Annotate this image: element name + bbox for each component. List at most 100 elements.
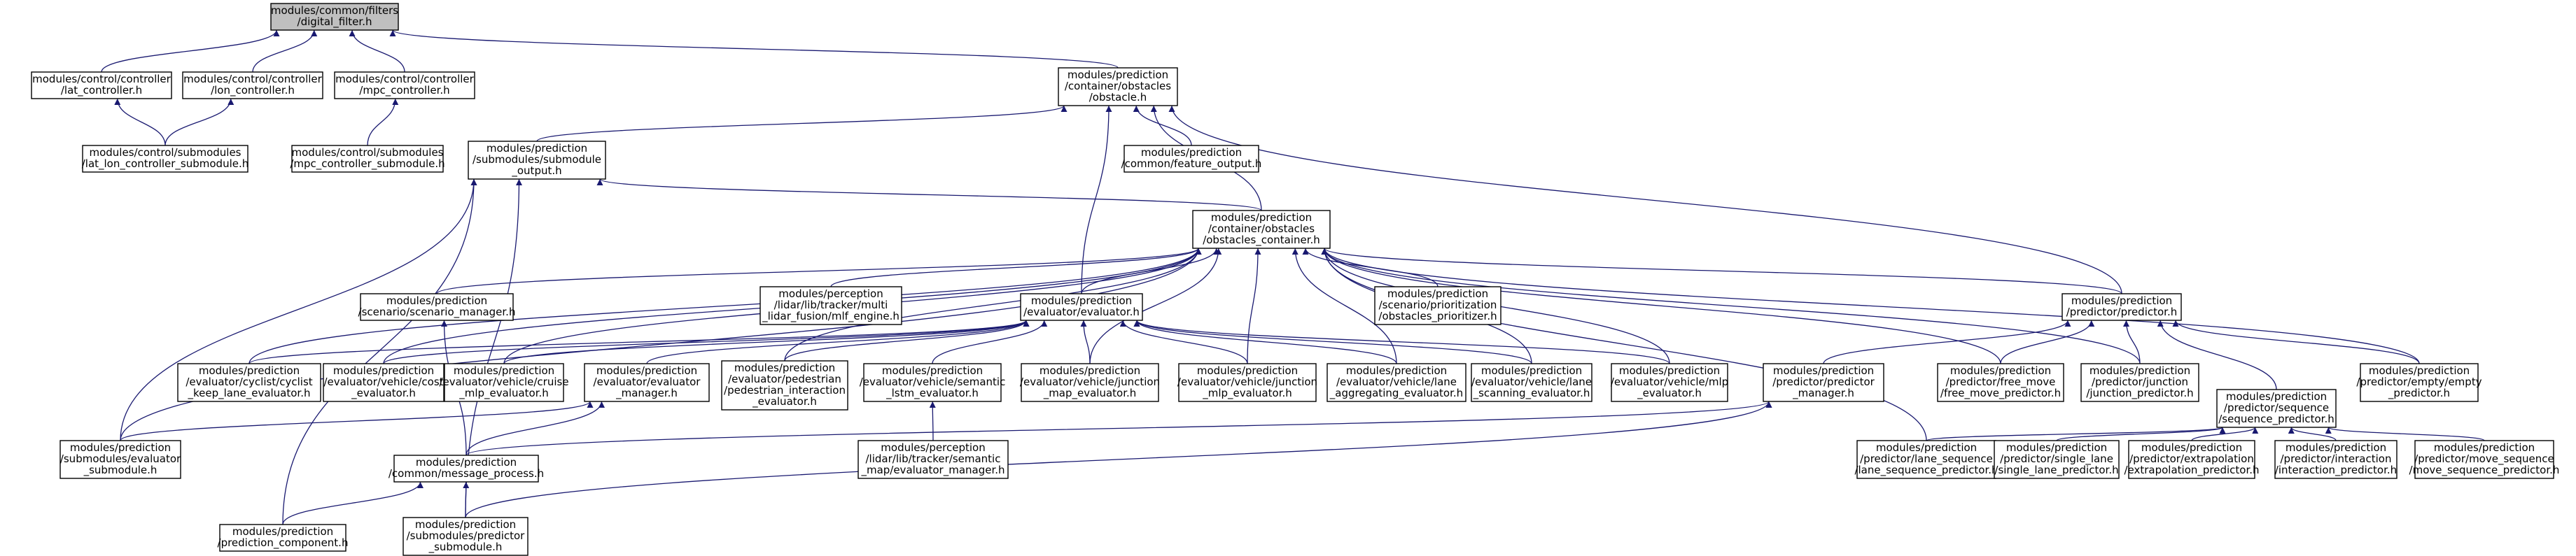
node-predictor-manager[interactable]: modules/prediction/predictor/predictor_m… <box>1763 363 1884 402</box>
node-label-line: /evaluator/vehicle/lane <box>1471 376 1592 388</box>
node-box <box>1471 363 1592 402</box>
node-label-line: _predictor.h <box>2388 387 2450 400</box>
node-evaluator-submodule[interactable]: modules/prediction/submodules/evaluator_… <box>59 440 181 479</box>
edge-prediction-component-to-submodule-output <box>282 178 477 525</box>
node-semantic-lstm[interactable]: modules/prediction/evaluator/vehicle/sem… <box>860 363 1006 402</box>
node-single-lane[interactable]: modules/prediction/predictor/single_lane… <box>1994 440 2120 479</box>
node-box <box>334 71 475 99</box>
node-label-line: modules/prediction <box>333 364 434 377</box>
node-empty-predictor[interactable]: modules/prediction/predictor/empty/empty… <box>2356 363 2482 402</box>
node-obstacle[interactable]: modules/prediction/container/obstacles/o… <box>1058 67 1178 106</box>
node-message-process[interactable]: modules/prediction/common/message_proces… <box>388 455 544 483</box>
node-lat-lon-sub[interactable]: modules/control/submodules/lat_lon_contr… <box>82 145 249 173</box>
node-box <box>219 524 346 552</box>
node-label-line: modules/prediction <box>2226 390 2327 403</box>
edge-junction-mlp-to-obstacles-container <box>1247 248 1261 364</box>
edge-lat-lon-sub-to-lat-controller <box>114 98 166 146</box>
node-label-line: /lane_sequence_predictor.h <box>1854 464 1998 477</box>
node-predictor-submodule[interactable]: modules/prediction/submodules/predictor_… <box>402 517 528 556</box>
node-scenario-manager[interactable]: modules/prediction/scenario/scenario_man… <box>358 293 516 321</box>
node-mpc-controller[interactable]: modules/control/controller/mpc_controlle… <box>334 71 475 99</box>
edge-evaluator-submodule-to-evaluator-manager <box>120 401 594 441</box>
edge-prediction-component-to-message-process <box>282 481 424 525</box>
node-sequence-predictor[interactable]: modules/prediction/predictor/sequence/se… <box>2216 389 2337 428</box>
node-label-line: /evaluator/vehicle/cost <box>323 376 443 388</box>
node-lon-controller[interactable]: modules/control/controller/lon_controlle… <box>182 71 323 99</box>
edge-predictor-submodule-to-predictor-manager <box>465 401 1772 518</box>
node-predictor[interactable]: modules/prediction/predictor/predictor.h <box>2062 293 2182 321</box>
node-interaction[interactable]: modules/prediction/predictor/interaction… <box>2274 440 2398 479</box>
node-box <box>291 145 444 173</box>
node-digital-filter[interactable]: modules/common/filters/digital_filter.h <box>270 3 399 31</box>
edge-interaction-to-sequence-predictor <box>2288 427 2337 441</box>
node-mlp-evaluator[interactable]: modules/prediction/evaluator/vehicle/mlp… <box>1611 363 1728 402</box>
node-junction-map[interactable]: modules/prediction/evaluator/vehicle/jun… <box>1020 363 1160 402</box>
node-prediction-component[interactable]: modules/prediction/prediction_component.… <box>218 524 349 552</box>
edge-lane-aggregating-to-obstacles-container <box>1292 248 1397 364</box>
node-mpc-sub[interactable]: modules/control/submodules/mpc_controlle… <box>290 145 445 173</box>
node-evaluator-manager[interactable]: modules/prediction/evaluator/evaluator_m… <box>584 363 710 402</box>
node-label-line: /lidar/lib/tracker/semantic <box>866 452 1001 465</box>
node-label-line: modules/prediction <box>454 364 554 377</box>
node-lane-aggregating[interactable]: modules/prediction/evaluator/vehicle/lan… <box>1326 363 1466 402</box>
node-submodule-output[interactable]: modules/prediction/submodules/submodule_… <box>468 141 606 180</box>
node-label-line: modules/perception <box>881 441 985 454</box>
edge-lane-scanning-to-evaluator <box>1133 320 1532 364</box>
node-obstacles-prioritizer[interactable]: modules/prediction/scenario/prioritizati… <box>1374 286 1502 325</box>
node-evaluator[interactable]: modules/prediction/evaluator/evaluator.h <box>1020 293 1143 321</box>
node-free-move[interactable]: modules/prediction/predictor/free_move/f… <box>1937 363 2064 402</box>
node-box <box>858 440 1009 479</box>
node-box <box>2080 363 2199 402</box>
node-label-line: /sequence_predictor.h <box>2218 413 2334 426</box>
edge-lane-sequence-to-sequence-predictor <box>1926 427 2226 441</box>
node-label-line: _map_evaluator.h <box>1043 387 1137 400</box>
node-label-line: _keep_lane_evaluator.h <box>187 387 310 400</box>
node-label-line: /predictor/move_sequence <box>2414 452 2554 466</box>
node-label-line: /evaluator/evaluator <box>594 376 701 388</box>
node-box <box>2274 440 2398 479</box>
node-label-line: modules/prediction <box>1346 364 1447 377</box>
node-box <box>1192 210 1331 249</box>
node-label-line: /evaluator/vehicle/cruise <box>439 376 568 388</box>
edge-scenario-manager-to-obstacles-container <box>436 248 1202 294</box>
node-label-line: /evaluator/vehicle/mlp <box>1611 376 1728 388</box>
node-label-line: /move_sequence_predictor.h <box>2409 464 2560 477</box>
node-obstacles-container[interactable]: modules/prediction/container/obstacles/o… <box>1192 210 1331 249</box>
node-mlf-engine[interactable]: modules/perception/lidar/lib/tracker/mul… <box>760 286 902 325</box>
node-box <box>2062 293 2182 321</box>
node-label-line: modules/prediction <box>2071 294 2172 307</box>
node-label-line: modules/prediction <box>2141 441 2242 454</box>
node-label-line: _lstm_evaluator.h <box>886 387 979 400</box>
node-label-line: /evaluator/vehicle/junction <box>1020 376 1160 388</box>
node-lat-controller[interactable]: modules/control/controller/lat_controlle… <box>31 71 172 99</box>
edge-predictor-to-obstacle <box>1168 105 2122 294</box>
edge-semantic-lstm-to-evaluator <box>932 320 1048 364</box>
node-label-line: modules/prediction <box>1068 69 1168 81</box>
node-junction-predictor[interactable]: modules/prediction/predictor/junction/ju… <box>2080 363 2199 402</box>
node-cruise-mlp[interactable]: modules/prediction/evaluator/vehicle/cru… <box>439 363 569 402</box>
node-label-line: modules/prediction <box>486 142 587 155</box>
node-label-line: _evaluator.h <box>1637 387 1702 400</box>
edge-cyclist-keep-lane-to-evaluator <box>248 320 1030 364</box>
node-box <box>863 363 1002 402</box>
node-cyclist-keep-lane[interactable]: modules/prediction/evaluator/cyclist/cyc… <box>177 363 321 402</box>
node-extrapolation[interactable]: modules/prediction/predictor/extrapolati… <box>2124 440 2260 479</box>
edge-sequence-predictor-to-predictor <box>2157 320 2277 390</box>
node-label-line: modules/control/controller <box>32 73 172 85</box>
node-box <box>1058 67 1178 106</box>
edge-junction-predictor-to-obstacles-container <box>1321 248 2141 364</box>
node-move-sequence[interactable]: modules/prediction/predictor/move_sequen… <box>2409 440 2560 479</box>
node-lane-sequence[interactable]: modules/prediction/predictor/lane_sequen… <box>1854 440 1998 479</box>
node-box <box>177 363 321 402</box>
node-box <box>1326 363 1466 402</box>
node-semantic-map-eval-mgr[interactable]: modules/perception/lidar/lib/tracker/sem… <box>858 440 1009 479</box>
node-label-line: /predictor/empty/empty <box>2356 376 2482 388</box>
node-label-line: modules/common/filters <box>271 4 398 17</box>
node-pedestrian-interaction[interactable]: modules/prediction/evaluator/pedestrian/… <box>721 360 848 411</box>
node-feature-output[interactable]: modules/prediction/common/feature_output… <box>1121 145 1262 173</box>
node-lane-scanning[interactable]: modules/prediction/evaluator/vehicle/lan… <box>1471 363 1592 402</box>
node-cost-evaluator[interactable]: modules/prediction/evaluator/vehicle/cos… <box>323 363 444 402</box>
node-label-line: /junction_predictor.h <box>2086 387 2193 400</box>
edge-pedestrian-interaction-to-evaluator <box>784 320 1030 362</box>
node-junction-mlp[interactable]: modules/prediction/evaluator/vehicle/jun… <box>1177 363 1317 402</box>
